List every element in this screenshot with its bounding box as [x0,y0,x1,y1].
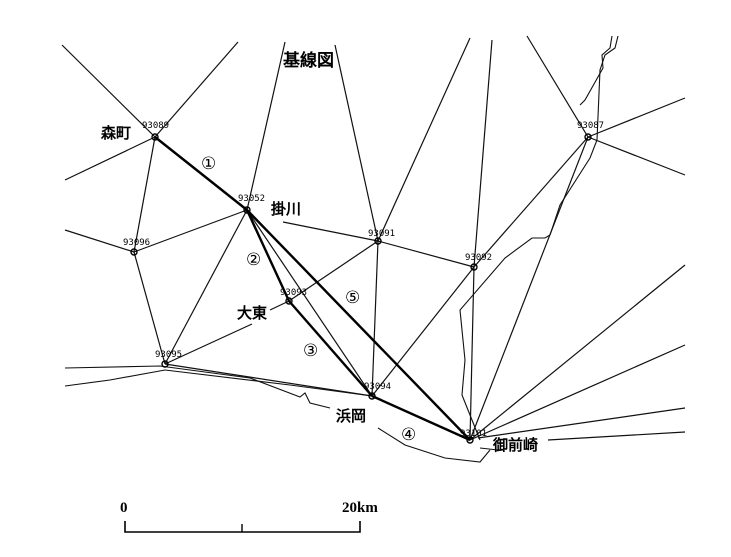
baseline-label-4: ④ [401,425,416,445]
station-93101: 93101 [460,429,487,439]
baseline-label-1: ① [201,154,216,174]
place-morimachi: 森町 [101,124,131,142]
station-93095: 93095 [155,350,182,360]
station-93087: 93087 [577,121,604,131]
station-markers [130,133,592,444]
network-lines [61,35,686,441]
baseline-label-5: ⑤ [345,288,360,308]
station-93052: 93052 [238,194,265,204]
place-hamaoka: 浜岡 [336,407,366,425]
scale-start-label: 0 [120,500,128,516]
scale-end-label: 20km [342,500,378,516]
place-omaezaki: 御前崎 [492,436,538,454]
baseline-label-3: ③ [303,341,318,361]
place-kakegawa: 掛川 [271,200,301,218]
scale-bar: 0 20km [120,500,378,533]
coastline [64,35,619,463]
station-93094: 93094 [364,382,391,392]
baseline-label-2: ② [246,250,261,270]
baselines [154,136,471,442]
station-93091: 93091 [368,229,395,239]
station-93096: 93096 [123,238,150,248]
station-93092: 93092 [465,253,492,263]
station-93093: 93093 [280,288,307,298]
station-93089: 93089 [142,121,169,131]
place-daito: 大東 [237,304,267,322]
map-title: 基線図 [282,50,334,71]
